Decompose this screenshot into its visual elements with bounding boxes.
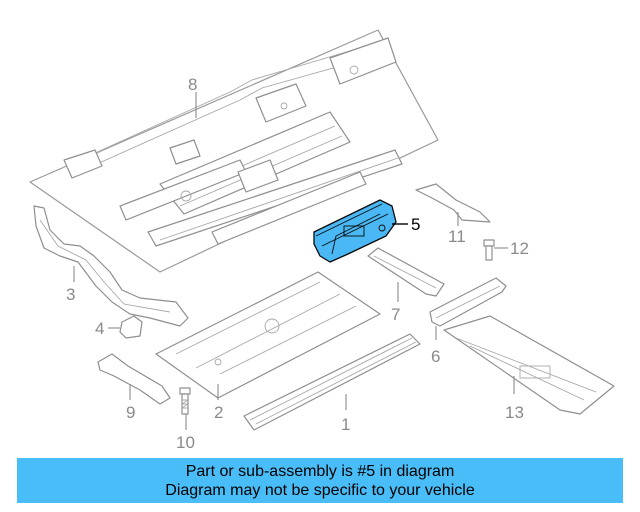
callout-8[interactable]: 8 [188,75,197,94]
callout-13[interactable]: 13 [505,403,524,422]
part-3-side-rail [33,205,189,327]
part-10-bolt [179,387,191,415]
part-5-highlighted[interactable] [313,199,397,263]
callout-10[interactable]: 10 [176,433,195,452]
banner-line-1: Part or sub-assembly is #5 in diagram [185,462,455,480]
banner-line-2: Diagram may not be specific to your vehi… [165,481,475,499]
part-1-rocker [243,333,421,431]
part-4-bracket [119,315,143,339]
callout-7[interactable]: 7 [391,305,400,324]
callout-9[interactable]: 9 [126,403,135,422]
callout-1[interactable]: 1 [341,415,350,434]
part-12-bolt [483,239,495,261]
parts-diagram: 8 3 4 2 9 10 1 [29,29,615,452]
part-8-floor-pan [29,29,439,273]
part-13-rear-floor [443,315,615,415]
callout-6[interactable]: 6 [431,347,440,366]
callout-12[interactable]: 12 [510,239,529,258]
callout-2[interactable]: 2 [214,403,223,422]
part-9-bracket [97,353,171,405]
callout-5[interactable]: 5 [411,215,420,234]
part-11-bracket [415,183,491,223]
part-7-crossmember [367,247,445,297]
info-banner: Part or sub-assembly is #5 in diagram Di… [17,458,623,503]
callout-4[interactable]: 4 [95,319,104,338]
callout-11[interactable]: 11 [448,227,466,246]
callout-3[interactable]: 3 [66,285,75,304]
part-2-front-floor [155,271,381,399]
part-6-rear-rail [429,277,507,327]
